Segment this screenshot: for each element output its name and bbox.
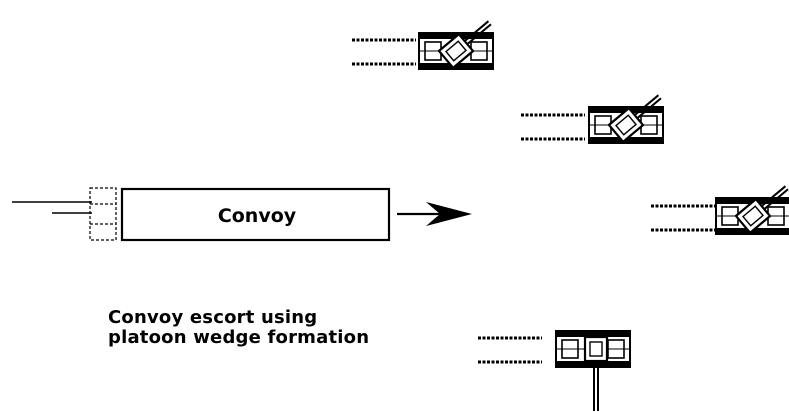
tank-3: [649, 185, 789, 235]
caption-line-2: platoon wedge formation: [108, 327, 370, 348]
speed-lines: [350, 38, 418, 66]
arrow-right-icon: [397, 202, 472, 226]
convoy-group: Convoy: [12, 187, 472, 242]
caption-line-1: Convoy escort using: [108, 307, 318, 328]
tank-1: [350, 20, 494, 70]
tank-4: [476, 330, 631, 411]
convoy-speed-lines: [12, 201, 92, 214]
convoy-rear-dashed: [89, 187, 117, 241]
speed-lines: [519, 113, 587, 141]
speed-lines: [649, 204, 717, 232]
tank-icon: [555, 330, 631, 411]
tank-icon: [418, 20, 494, 70]
tank-icon: [588, 94, 664, 144]
figure-caption: Convoy escort using platoon wedge format…: [108, 308, 369, 348]
convoy-box: [120, 187, 391, 242]
convoy-label: Convoy: [218, 205, 297, 227]
tank-2: [519, 94, 664, 144]
tank-icon: [715, 185, 789, 235]
speed-lines: [476, 336, 544, 364]
